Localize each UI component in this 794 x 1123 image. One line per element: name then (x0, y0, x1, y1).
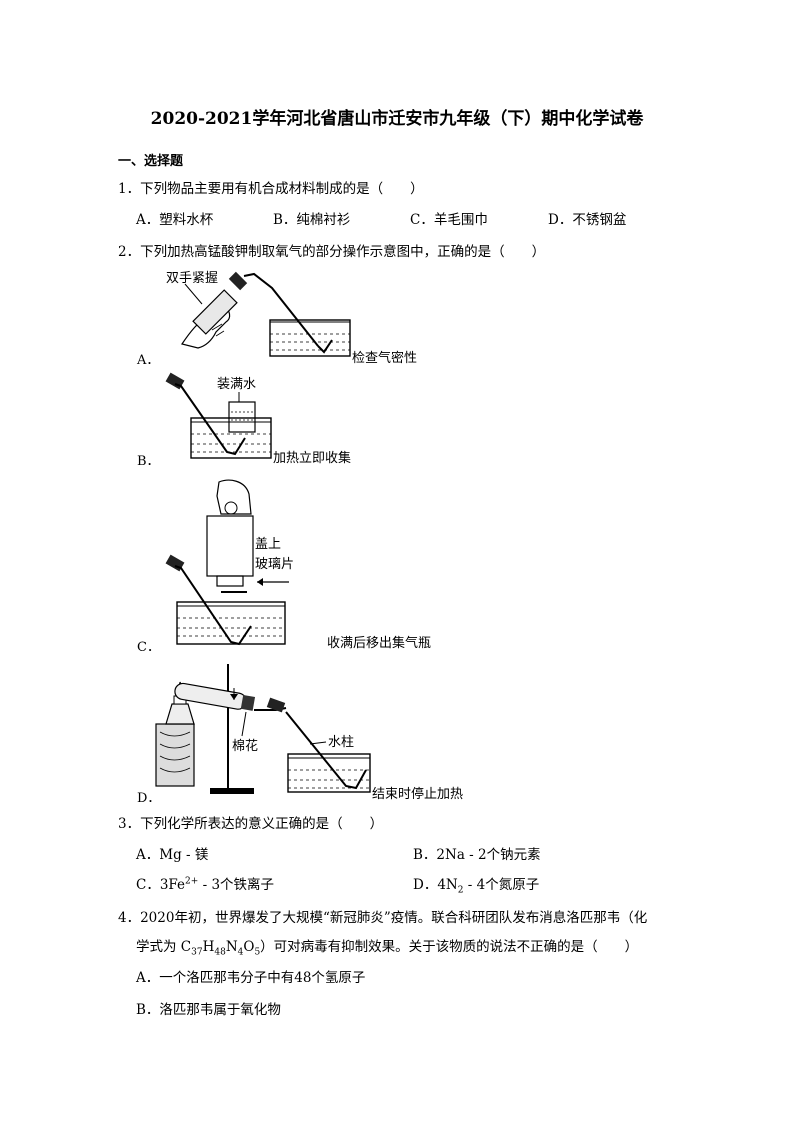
diagram-d-heating: 棉花 水柱 结束时停止加热 (155, 664, 463, 802)
q4-element-n: N (225, 939, 238, 955)
label-cotton: 棉花 (232, 738, 258, 754)
q3-d-meaning: - 4个氮原子 (463, 877, 540, 893)
diagram-a-airtightness: 双手紧握 检查气密性 (166, 271, 417, 366)
diagram-c-letter: C． (137, 640, 160, 655)
q1-option-a: A．塑料水杯 (136, 212, 214, 228)
q1-option-d: D．不锈钢盆 (548, 212, 627, 228)
label-hands: 双手紧握 (166, 271, 218, 286)
q3-option-b: B．2Na - 2个钠元素 (413, 847, 541, 863)
page-title: 2020-2021学年河北省唐山市迁安市九年级（下）期中化学试卷 (150, 109, 644, 129)
label-water-column: 水柱 (328, 735, 354, 750)
q4-option-b: B．洛匹那韦属于氧化物 (136, 1002, 281, 1018)
q4-element-h: H (202, 939, 215, 955)
question-4-line2: 学式为 C37H48N4O5）可对病毒有抑制效果。关于该物质的说法不正确的是（ … (136, 935, 638, 958)
caption-a: 检查气密性 (352, 350, 417, 366)
diagram-b-letter: B． (137, 454, 160, 469)
diagram-b-collect: 装满水 加热立即收集 (165, 372, 351, 466)
q4-option-a: A．一个洛匹那韦分子中有48个氢原子 (136, 970, 366, 986)
q4-stem-rest: ）可对病毒有抑制效果。关于该物质的说法不正确的是（ ） (260, 939, 639, 955)
caption-c: 收满后移出集气瓶 (327, 635, 431, 651)
q4-formula-prefix: 学式为 C (136, 939, 192, 955)
question-4-line1: 4．2020年初，世界爆发了大规模“新冠肺炎”疫情。联合科研团队发布消息洛匹那韦… (118, 910, 648, 926)
caption-b: 加热立即收集 (273, 450, 351, 466)
diagram-a-letter: A． (137, 353, 160, 368)
q3-c-formula: C．3Fe (136, 877, 186, 893)
q4-element-o: O (243, 939, 255, 955)
q4-sub-o: 5 (254, 947, 261, 958)
q3-d-subscript: 2 (457, 885, 464, 896)
q3-d-formula: D．4N (413, 877, 458, 893)
q4-sub-c: 37 (191, 947, 203, 958)
q4-sub-n: 4 (237, 947, 244, 958)
q4-sub-h: 48 (214, 947, 226, 958)
hand-icon (216, 479, 252, 515)
diagram-c-remove-bottle: 盖上 玻璃片 收满后移出集气瓶 (165, 479, 431, 651)
q3-option-c: C．3Fe2+ - 3个铁离子 (136, 873, 275, 894)
question-2-stem: 2．下列加热高锰酸钾制取氧气的部分操作示意图中，正确的是（ ） (118, 244, 546, 260)
q3-option-a: A．Mg - 镁 (136, 847, 209, 863)
diagram-d-letter: D． (137, 791, 161, 806)
q3-c-charge: 2+ (185, 876, 199, 887)
wood-block-icon (155, 723, 195, 787)
label-full-water: 装满水 (217, 377, 256, 392)
label-glass: 玻璃片 (255, 557, 294, 572)
caption-d: 结束时停止加热 (372, 786, 463, 802)
q3-c-meaning: - 3个铁离子 (198, 877, 275, 893)
test-tube-icon (174, 682, 256, 711)
question-3-stem: 3．下列化学所表达的意义正确的是（ ） (118, 816, 384, 832)
section-heading: 一、选择题 (118, 154, 184, 169)
label-cover: 盖上 (255, 537, 281, 552)
q1-option-b: B．纯棉衬衫 (273, 212, 351, 228)
q1-option-c: C．羊毛围巾 (410, 212, 488, 228)
question-1-stem: 1．下列物品主要用有机合成材料制成的是（ ） (118, 181, 424, 197)
q3-option-d: D．4N2 - 4个氮原子 (413, 873, 539, 896)
